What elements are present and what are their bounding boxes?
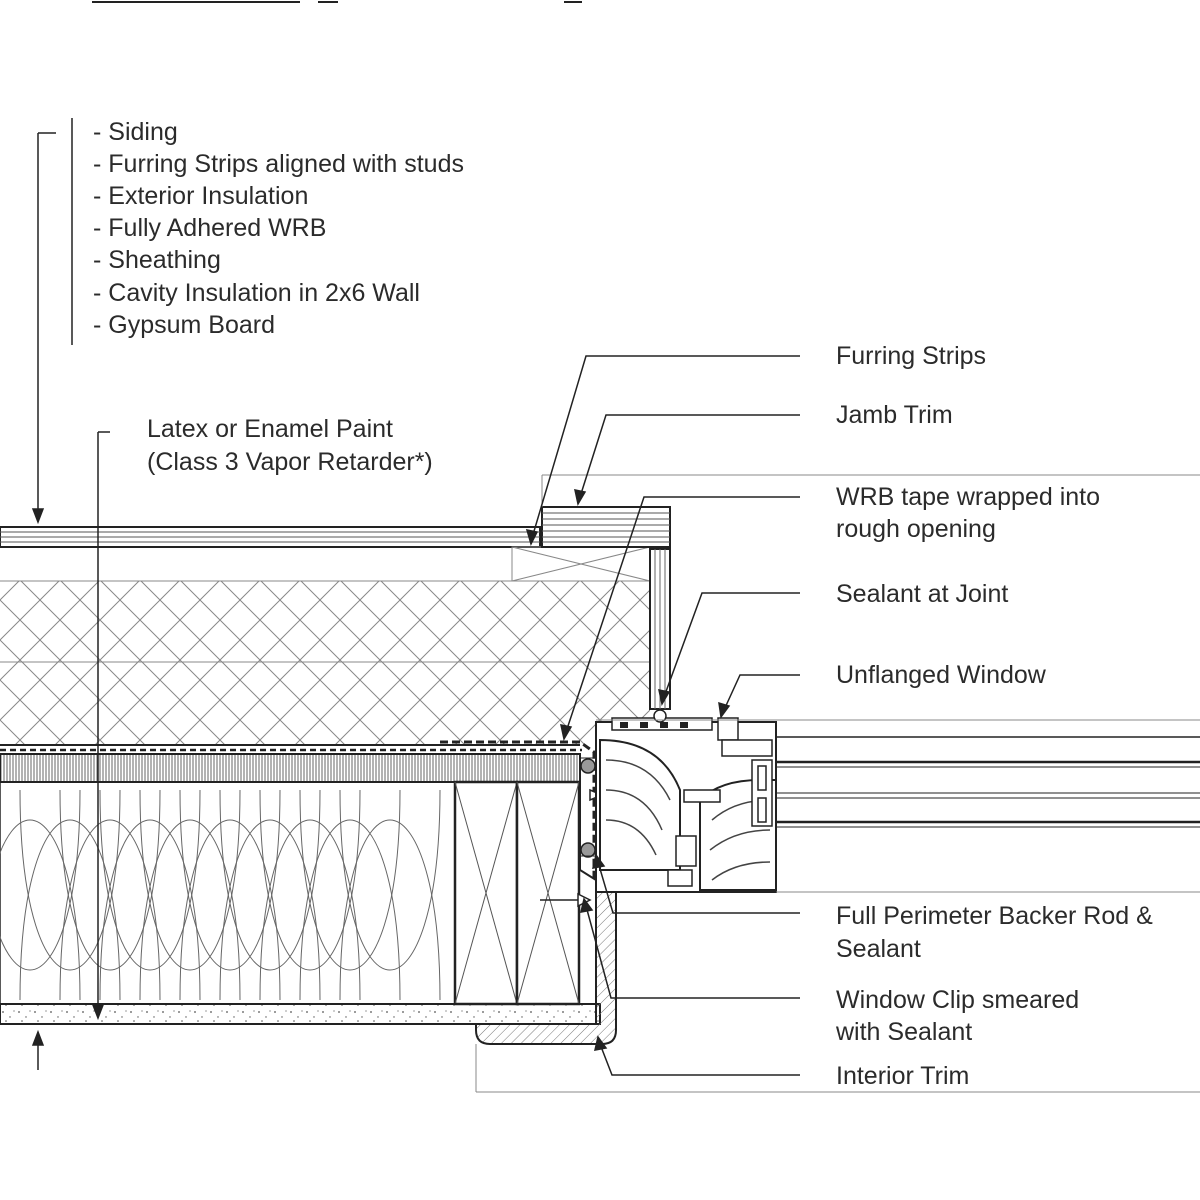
label-sealant-joint: Sealant at Joint [836,580,1008,608]
callout-labels: Furring Strips Jamb Trim WRB tape wrappe… [835,342,1153,1090]
unflanged-window-frame [595,709,777,893]
label-furring-strips: Furring Strips [836,342,986,370]
layer-item-furring: - Furring Strips aligned with studs [93,150,464,178]
layer-item-exterior-insulation: - Exterior Insulation [93,182,308,210]
label-window-clip-line2: with Sealant [835,1018,972,1046]
callout-leaders [525,355,800,1076]
layer-item-gypsum: - Gypsum Board [93,311,275,339]
exterior-insulation [0,581,650,745]
jamb-trim [541,506,671,710]
glazing-panes [596,719,1200,893]
label-wrb-tape-line2: rough opening [836,515,996,543]
layer-list: - Siding - Furring Strips aligned with s… [93,118,464,339]
layer-item-cavity-insulation: - Cavity Insulation in 2x6 Wall [93,279,420,307]
layer-item-siding: - Siding [93,118,178,146]
label-wrb-tape-line1: WRB tape wrapped into [836,483,1100,511]
label-backer-rod-line1: Full Perimeter Backer Rod & [836,902,1153,930]
gypsum-board [0,1003,601,1025]
paint-note-line2: (Class 3 Vapor Retarder*) [147,448,433,476]
wrb-membrane [0,744,582,752]
layer-item-wrb: - Fully Adhered WRB [93,214,326,242]
label-unflanged-window: Unflanged Window [836,661,1047,689]
paint-note-line1: Latex or Enamel Paint [147,415,393,443]
layer-item-sheathing: - Sheathing [93,246,221,274]
siding [0,526,541,548]
label-backer-rod-line2: Sealant [836,935,921,963]
label-window-clip-line1: Window Clip smeared [836,986,1079,1014]
sheathing [0,753,581,783]
cavity-insulation [0,781,456,1005]
label-jamb-trim: Jamb Trim [836,401,953,429]
assembly-bracket [31,118,73,1070]
framing-studs [453,780,581,1006]
label-interior-trim: Interior Trim [836,1062,969,1090]
paint-leader [91,431,110,1021]
paint-note: Latex or Enamel Paint (Class 3 Vapor Ret… [147,415,433,476]
